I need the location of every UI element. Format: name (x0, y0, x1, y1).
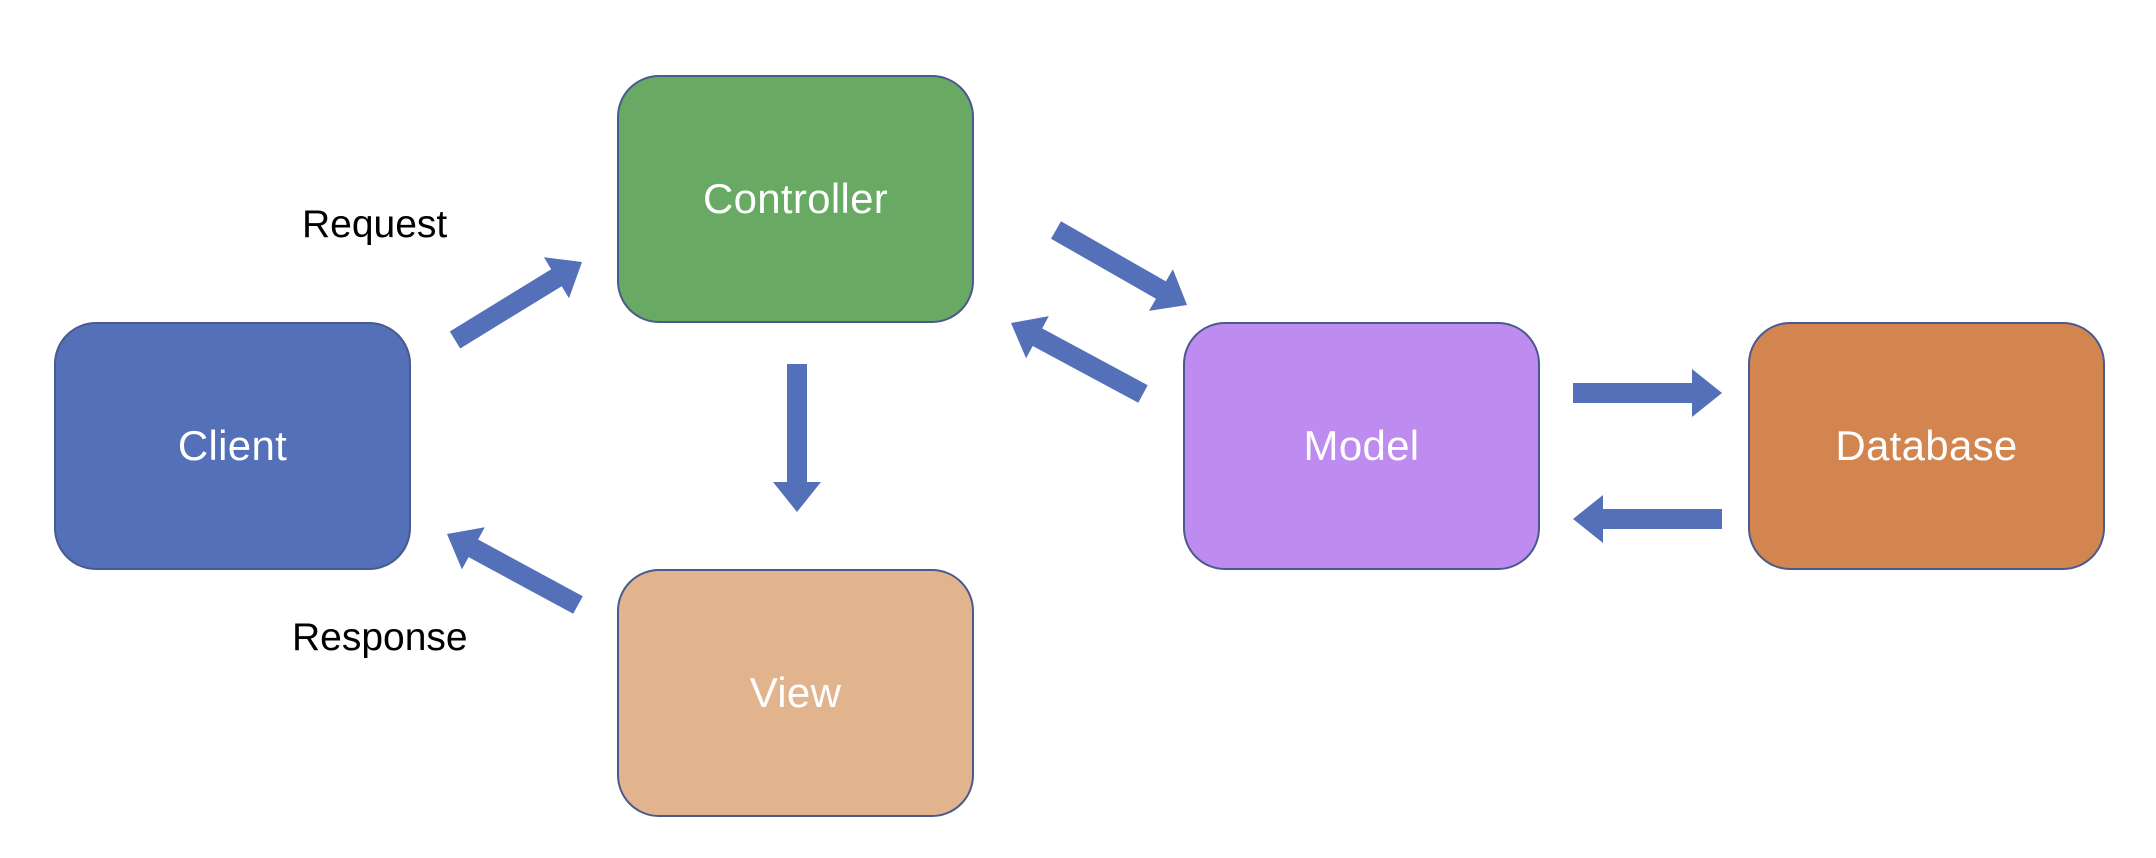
arrow-controller-to-view (773, 364, 821, 512)
model-node: Model (1183, 322, 1540, 570)
arrow-client-to-controller (449, 257, 582, 349)
arrow-model-to-database (1573, 369, 1722, 417)
arrow-database-to-model (1573, 495, 1722, 543)
arrow-model-to-controller (1011, 316, 1148, 403)
client-label: Client (177, 422, 288, 469)
database-node: Database (1748, 322, 2105, 570)
view-label: View (749, 669, 842, 716)
controller-node: Controller (617, 75, 974, 323)
arrow-controller-to-model (1051, 221, 1187, 311)
database-label: Database (1835, 422, 2018, 469)
view-node: View (617, 569, 974, 817)
model-label: Model (1303, 422, 1420, 469)
controller-label: Controller (702, 175, 889, 222)
arrow-view-to-client (447, 527, 583, 614)
request-label: Request (302, 203, 448, 246)
client-node: Client (54, 322, 411, 570)
response-label: Response (292, 616, 468, 659)
